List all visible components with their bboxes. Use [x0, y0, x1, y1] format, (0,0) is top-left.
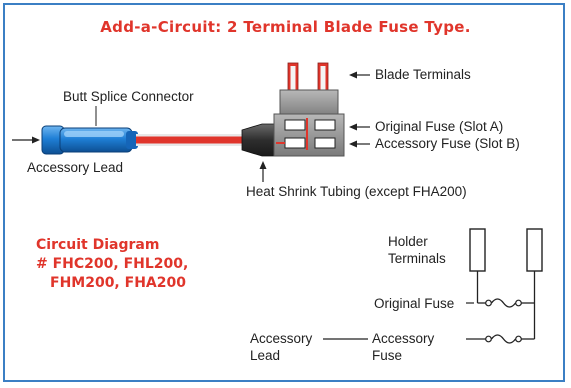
accessory-lead-circuit-label-2: Lead — [250, 348, 281, 363]
fuse-holder — [273, 62, 345, 157]
circuit-schematic — [323, 228, 543, 344]
circuit-models-line2: FHM200, FHA200 — [50, 275, 186, 291]
circuit-heading: Circuit Diagram — [36, 237, 160, 253]
lead-wire — [136, 134, 248, 146]
holder-terminals-label-1: Holder — [388, 234, 428, 249]
accessory-lead-label: Accessory Lead — [27, 160, 124, 175]
blade-terminals-label: Blade Terminals — [375, 67, 471, 82]
accessory-fuse-label-1: Accessory — [372, 331, 435, 346]
butt-splice-label: Butt Splice Connector — [63, 89, 194, 104]
original-fuse-arrow — [349, 123, 370, 131]
accessory-lead-arrow — [12, 136, 40, 144]
diagram-title: Add-a-Circuit: 2 Terminal Blade Fuse Typ… — [100, 18, 471, 36]
heat-shrink-arrow — [259, 161, 267, 182]
blade-terminals-arrow — [349, 71, 370, 79]
diagram-frame — [3, 3, 565, 382]
original-fuse-slot-label: Original Fuse (Slot A) — [375, 119, 504, 134]
holder-terminals-label-2: Terminals — [388, 251, 446, 266]
holder-terminal-left — [469, 228, 486, 272]
circuit-models-line1: # FHC200, FHL200, — [36, 256, 189, 272]
heat-shrink-label: Heat Shrink Tubing (except FHA200) — [246, 184, 467, 199]
accessory-fuse-label-2: Fuse — [372, 348, 403, 363]
butt-splice-connector — [41, 125, 138, 155]
accessory-fuse-arrow — [349, 140, 370, 148]
original-fuse-label: Original Fuse — [374, 296, 455, 311]
original-fuse-symbol — [490, 298, 517, 308]
accessory-fuse-slot-label: Accessory Fuse (Slot B) — [375, 136, 520, 151]
holder-terminal-right — [526, 228, 543, 272]
heat-shrink-tubing — [241, 123, 277, 157]
accessory-lead-circuit-label-1: Accessory — [250, 331, 313, 346]
accessory-fuse-symbol — [490, 334, 517, 344]
